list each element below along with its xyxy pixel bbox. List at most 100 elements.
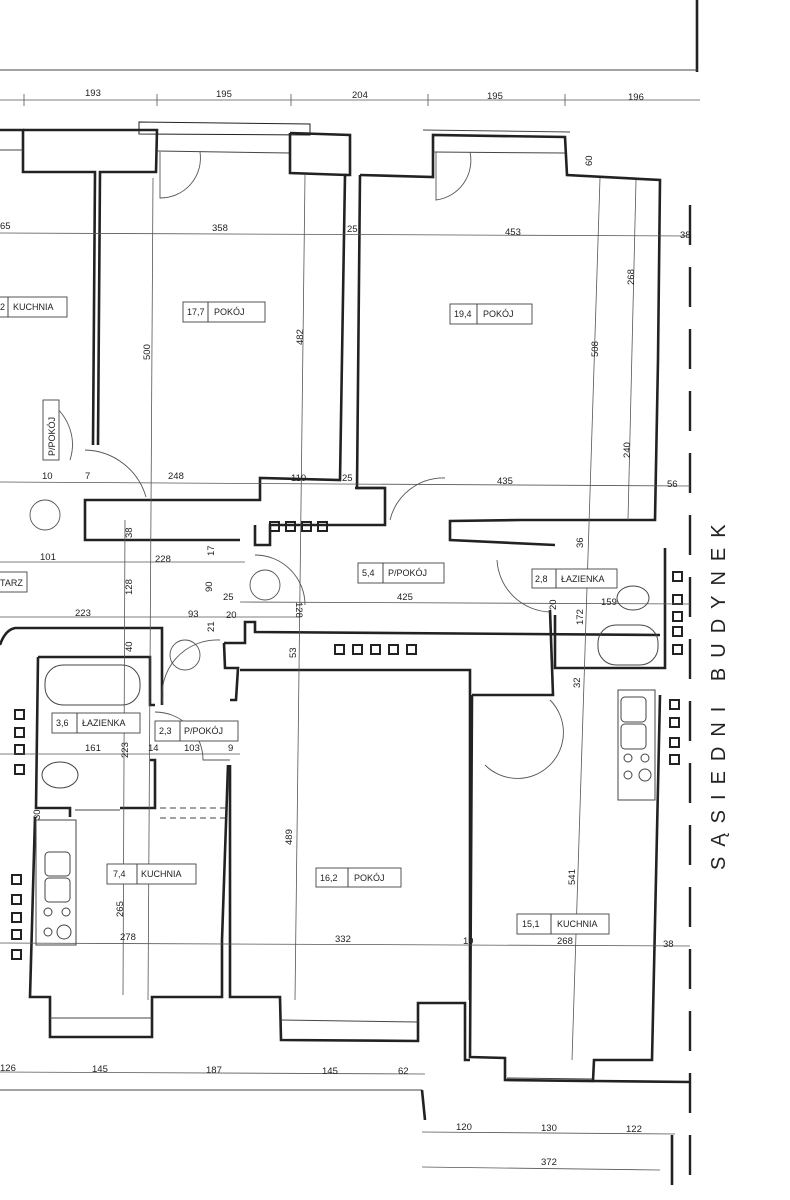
dim-label: 248 <box>168 471 184 482</box>
svg-text:KUCHNIA: KUCHNIA <box>557 919 598 929</box>
dim-label: 193 <box>85 88 101 99</box>
dim-label: 7 <box>85 471 90 482</box>
lower-walls <box>0 548 691 1121</box>
room-label: 15,1 KUCHNIA <box>516 913 610 935</box>
dim-label: 358 <box>212 223 228 234</box>
svg-text:16,2: 16,2 <box>320 873 338 883</box>
dim-label: 25 <box>223 592 234 603</box>
dim-label: 145 <box>322 1066 338 1077</box>
dim-label: 187 <box>206 1065 222 1076</box>
dim-label: 268 <box>557 936 573 947</box>
frame-lines <box>0 0 699 1175</box>
svg-text:P/POKÓJ: P/POKÓJ <box>47 417 57 456</box>
svg-text:19,4: 19,4 <box>454 309 472 319</box>
room-label: 2 KUCHNIA <box>0 296 68 318</box>
toilet-icon <box>616 585 650 611</box>
dim-label: 110 <box>291 473 306 484</box>
svg-text:POKÓJ: POKÓJ <box>214 307 245 317</box>
dim-label: 122 <box>626 1124 642 1135</box>
dim-label: 21 <box>206 621 217 632</box>
room-label: 17,7 POKÓJ <box>182 301 266 323</box>
dim-label: 265 <box>115 901 126 917</box>
dim-label: 159 <box>601 597 617 608</box>
kitchen-counter <box>35 819 77 946</box>
dim-label: 93 <box>188 609 199 620</box>
dim-label: 223 <box>75 608 91 619</box>
dim-label: 453 <box>505 227 521 238</box>
dim-label: 30 <box>32 809 43 820</box>
svg-text:KUCHNIA: KUCHNIA <box>141 869 182 879</box>
dim-label: 500 <box>142 344 153 360</box>
svg-text:15,1: 15,1 <box>522 919 540 929</box>
bathtub-icon <box>44 664 141 706</box>
dim-label: 268 <box>626 269 637 285</box>
dim-label: 240 <box>622 442 633 458</box>
dim-label: 126 <box>0 1063 16 1074</box>
door-swings <box>44 151 564 779</box>
svg-text:P/POKÓJ: P/POKÓJ <box>184 726 223 736</box>
dim-label: 38 <box>663 939 674 950</box>
dim-label: 103 <box>184 743 200 754</box>
dim-label: 17 <box>206 545 217 556</box>
dim-label: 372 <box>541 1157 557 1168</box>
dim-label: 204 <box>352 90 368 101</box>
dimension-lines <box>0 174 691 1185</box>
dim-label: 20 <box>226 610 237 621</box>
dim-label: 172 <box>575 609 586 625</box>
dim-label: 25 <box>347 224 358 235</box>
kitchen-counter <box>617 689 656 801</box>
dim-label: 9 <box>228 743 233 754</box>
dim-label: 161 <box>85 743 101 754</box>
dim-label: 120 <box>456 1122 472 1133</box>
dim-label: 128 <box>124 579 135 595</box>
svg-text:P/POKÓJ: P/POKÓJ <box>388 568 427 578</box>
svg-text:TARZ: TARZ <box>0 578 23 588</box>
dim-label: 425 <box>397 592 413 603</box>
dim-label: 60 <box>584 155 595 166</box>
fixtures <box>29 499 659 946</box>
dim-label: 195 <box>216 89 232 100</box>
svg-text:ŁAZIENKA: ŁAZIENKA <box>82 718 126 728</box>
dim-label: 130 <box>541 1123 557 1134</box>
svg-text:2,3: 2,3 <box>159 726 172 736</box>
dim-label: 128 <box>293 602 304 618</box>
dim-label: 508 <box>590 341 601 357</box>
dim-label: 195 <box>487 91 503 102</box>
dim-label: 101 <box>40 552 56 563</box>
dim-label: 145 <box>92 1064 108 1075</box>
dim-label: 40 <box>124 641 135 652</box>
svg-text:2: 2 <box>0 302 5 312</box>
sink-icon <box>620 723 647 750</box>
dim-label: 38 <box>124 527 135 538</box>
dim-label: 36 <box>575 537 586 548</box>
sink-icon <box>44 877 71 903</box>
room-label: 2,3 P/POKÓJ <box>154 720 239 742</box>
dim-label: 65 <box>0 221 11 232</box>
dim-label: 332 <box>335 934 351 945</box>
dim-label: 489 <box>284 829 295 845</box>
room-label: 7,4 KUCHNIA <box>106 863 197 885</box>
dim-label: 90 <box>204 581 215 592</box>
dim-label: 32 <box>572 677 583 688</box>
dim-label: 435 <box>497 476 513 487</box>
dim-label: 25 <box>342 473 353 484</box>
dim-label: 19 <box>463 936 474 947</box>
svg-text:2,8: 2,8 <box>535 574 548 584</box>
upper-walls <box>0 121 662 547</box>
dim-label: 10 <box>42 471 53 482</box>
dim-label: 14 <box>148 743 159 754</box>
dimension-labels: 65 358 25 453 38 500 482 508 268 240 60 … <box>0 155 691 1168</box>
svg-text:17,7: 17,7 <box>187 307 205 317</box>
dim-label: 228 <box>155 554 171 565</box>
svg-text:KUCHNIA: KUCHNIA <box>13 302 54 312</box>
dim-label: 53 <box>288 647 299 658</box>
vent-shafts <box>11 521 683 960</box>
svg-text:7,4: 7,4 <box>113 869 126 879</box>
sink-icon <box>44 851 71 877</box>
svg-text:POKÓJ: POKÓJ <box>354 873 385 883</box>
